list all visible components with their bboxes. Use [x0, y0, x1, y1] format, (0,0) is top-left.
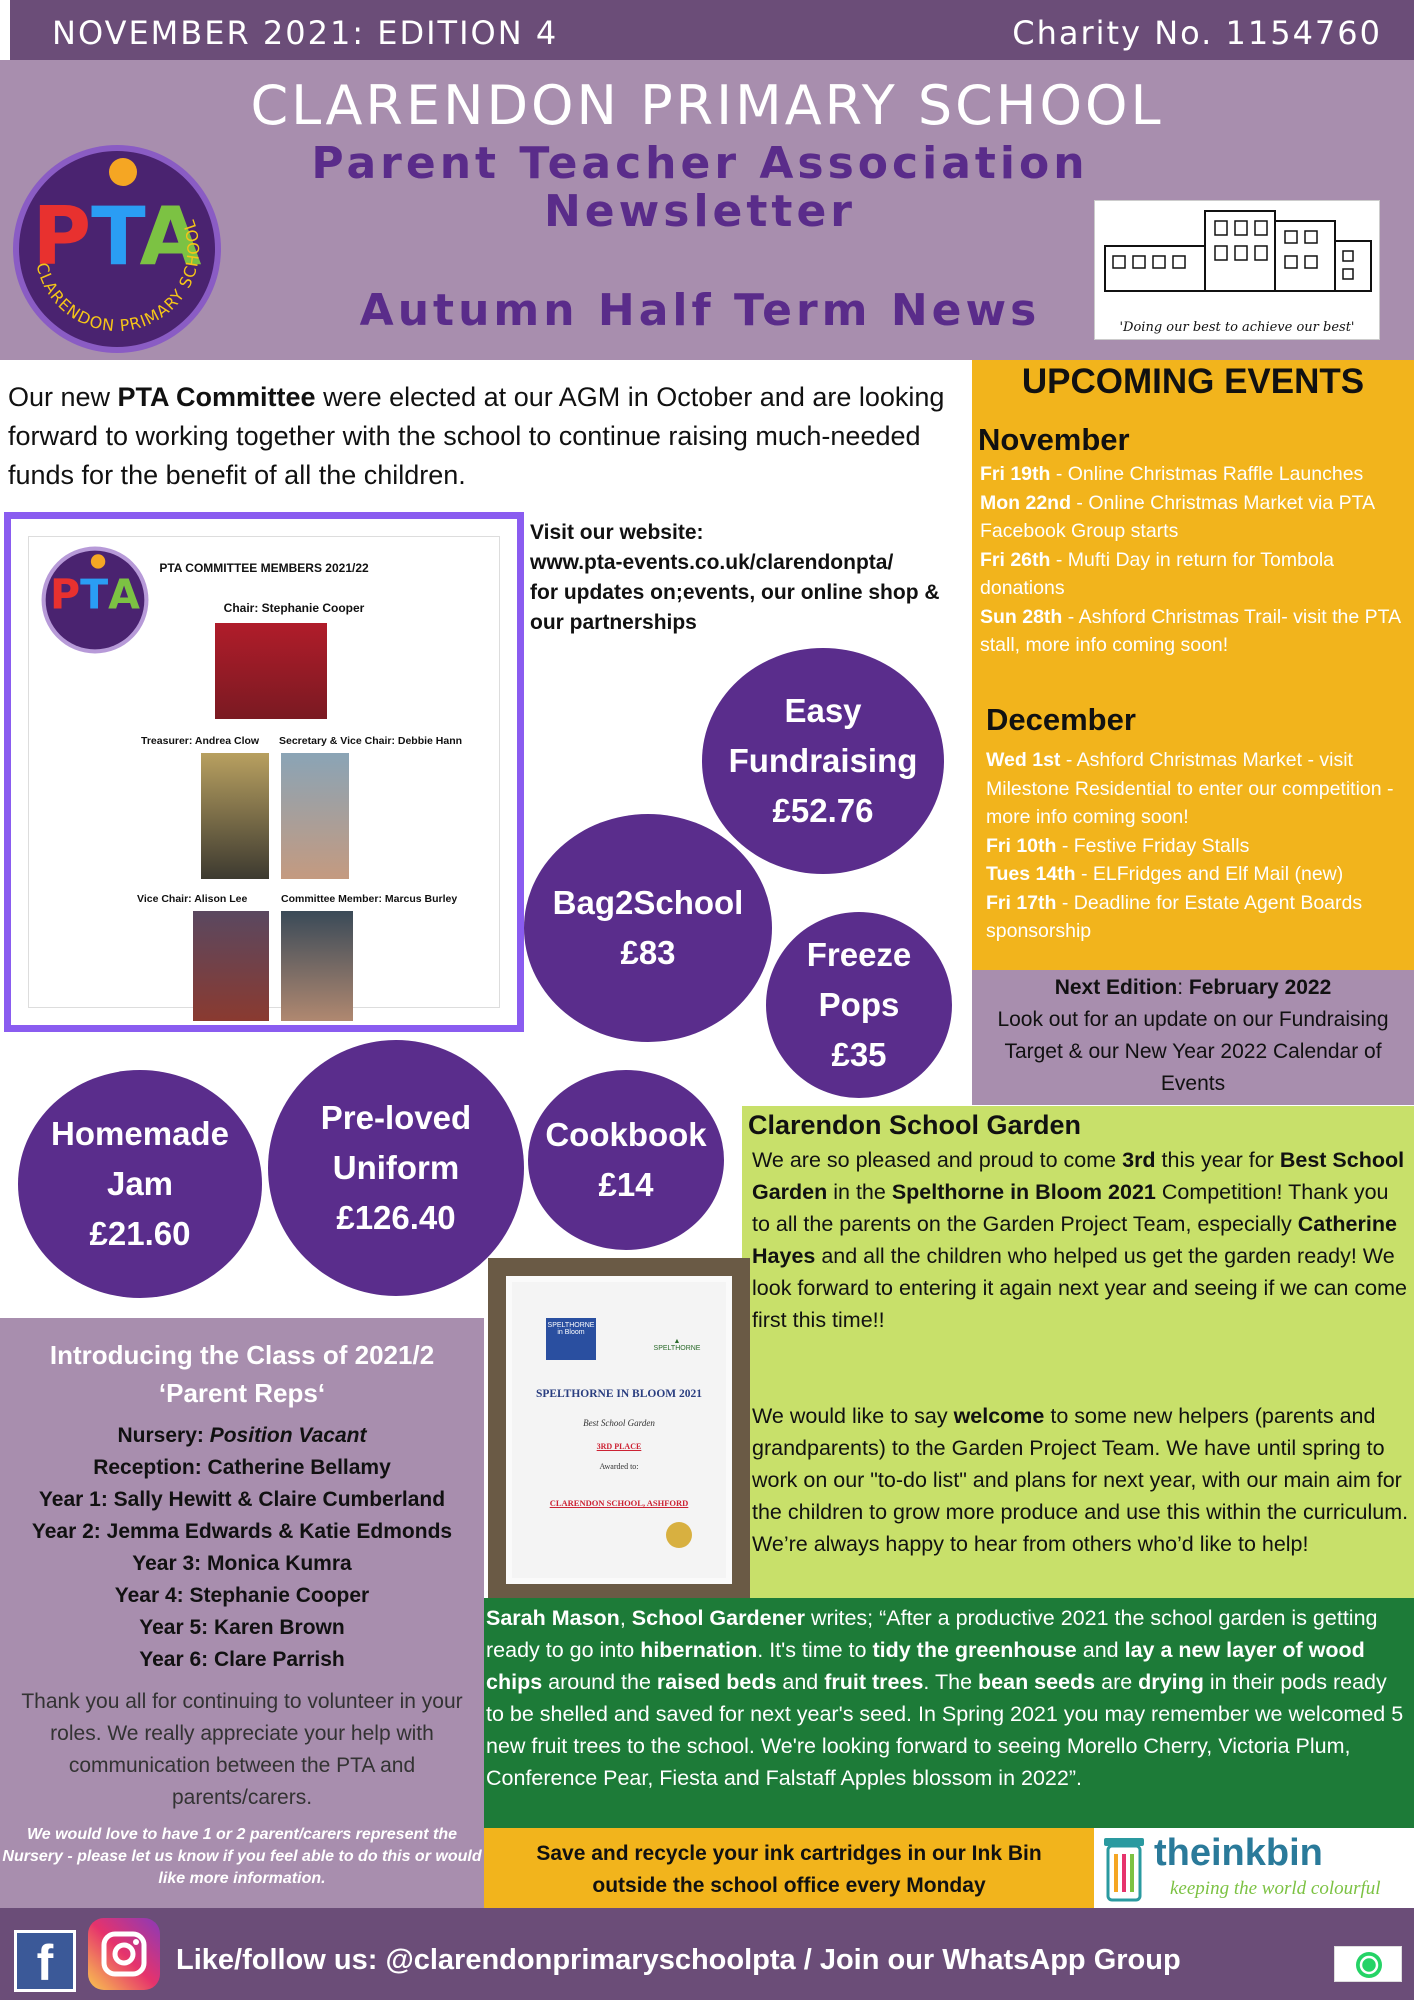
committee-treasurer: Treasurer: Andrea Clow: [141, 735, 260, 747]
vice-chair-photo: [193, 911, 269, 1021]
member-photo: [281, 911, 353, 1021]
fundraising-bag2school: Bag2School £83: [524, 814, 772, 1042]
top-bar: NOVEMBER 2021: EDITION 4 Charity No. 115…: [10, 0, 1414, 60]
list-item: Year 6: Clare Parrish: [139, 1648, 345, 1671]
list-item: Year 5: Karen Brown: [139, 1616, 345, 1639]
event-item: Fri 17th - Deadline for Estate Agent Boa…: [986, 891, 1363, 943]
social-follow-text[interactable]: Like/follow us: @clarendonprimaryschoolp…: [176, 1944, 1181, 1976]
parent-reps-note: We would love to have 1 or 2 parent/care…: [2, 1826, 482, 1887]
fundraising-homemade-jam: Homemade Jam £21.60: [18, 1070, 262, 1298]
list-item: Year 1: Sally Hewitt & Claire Cumberland: [38, 1488, 446, 1511]
committee-member: Committee Member: Marcus Burley: [281, 893, 458, 905]
instagram-glyph: [101, 1931, 147, 1977]
garden-panel: [742, 1106, 1414, 1598]
svg-text:PTA: PTA: [33, 190, 202, 283]
school-motto: 'Doing our best to achieve our best': [1119, 320, 1355, 335]
whatsapp-icon[interactable]: [1334, 1946, 1402, 1982]
fundraising-freeze-pops: Freeze Pops £35: [766, 912, 952, 1098]
facebook-icon[interactable]: f: [14, 1930, 76, 1992]
parent-reps-list: Nursery: Position Vacant Reception: Cath…: [0, 1420, 484, 1676]
ink-recycle-notice: Save and recycle your ink cartridges in …: [484, 1828, 1094, 1908]
upcoming-events-title: UPCOMING EVENTS: [1021, 362, 1365, 401]
gardener-quote: Sarah Mason, School Gardener writes; “Af…: [486, 1606, 1404, 1790]
website-link[interactable]: www.pta-events.co.uk/clarendonpta/: [530, 551, 894, 574]
edition-label: NOVEMBER 2021: EDITION 4: [52, 14, 559, 52]
rosette-icon: [666, 1522, 692, 1548]
november-events: Fri 19th - Online Christmas Raffle Launc…: [980, 460, 1410, 660]
fundraising-pre-loved-uniform: Pre-loved Uniform £126.40: [268, 1040, 524, 1296]
treasurer-photo: [201, 753, 269, 879]
svg-text:PTA: PTA: [50, 571, 140, 619]
newsletter-subtitle: Autumn Half Term News: [359, 285, 1041, 336]
event-item: Mon 22nd - Online Christmas Market via P…: [980, 491, 1375, 543]
gardener-quote-panel: [484, 1598, 1414, 1828]
newsletter-title: Parent Teacher Association Newsletter: [311, 138, 1089, 237]
event-item: Wed 1st - Ashford Christmas Market - vis…: [986, 749, 1394, 828]
committee-title: PTA COMMITTEE MEMBERS 2021/22: [159, 561, 369, 575]
month-november: November: [978, 422, 1130, 457]
parent-reps-title: Introducing the Class of 2021/2 ‘Parent …: [49, 1340, 435, 1408]
month-december: December: [986, 702, 1136, 737]
secretary-photo: [281, 753, 349, 879]
december-events: Wed 1st - Ashford Christmas Market - vis…: [986, 746, 1414, 946]
fundraising-easy-fundraising: Easy Fundraising £52.76: [702, 648, 944, 874]
list-item: Year 4: Stephanie Cooper: [114, 1584, 370, 1607]
garden-paragraph-1: We are so pleased and proud to come 3rd …: [752, 1148, 1407, 1332]
garden-title: Clarendon School Garden: [748, 1110, 1082, 1140]
event-item: Fri 10th - Festive Friday Stalls: [986, 834, 1250, 857]
footer-bar: [0, 1908, 1414, 2000]
list-item: Reception: Catherine Bellamy: [93, 1456, 391, 1479]
upcoming-events-panel: [972, 360, 1414, 970]
committee-vice-chair: Vice Chair: Alison Lee: [137, 893, 248, 905]
charity-number: Charity No. 1154760: [1012, 14, 1382, 52]
next-edition-box: Next Edition: February 2022 Look out for…: [972, 970, 1414, 1105]
garden-paragraph-2: We would like to say welcome to some new…: [752, 1404, 1409, 1556]
committee-chair: Chair: Stephanie Cooper: [223, 601, 365, 615]
building-sketch: 'Doing our best to achieve our best': [1094, 200, 1380, 340]
building-sketch-icon: [1104, 210, 1372, 292]
instagram-icon[interactable]: [88, 1918, 160, 1990]
list-item: Year 2: Jemma Edwards & Katie Edmonds: [31, 1520, 453, 1543]
fundraising-cookbook: Cookbook £14: [528, 1070, 724, 1250]
committee-secretary: Secretary & Vice Chair: Debbie Hann: [279, 735, 463, 747]
pta-logo-small: PTA: [41, 546, 149, 654]
list-item: Nursery: Position Vacant: [117, 1424, 367, 1447]
event-item: Sun 28th - Ashford Christmas Trail- visi…: [980, 605, 1401, 657]
parent-reps-panel: [0, 1318, 484, 1908]
event-item: Tues 14th - ELFridges and Elf Mail (new): [986, 863, 1344, 885]
intro-paragraph: Our new PTA Committee were elected at ou…: [8, 382, 945, 490]
whatsapp-glyph: [1356, 1952, 1382, 1978]
school-name: CLARENDON PRIMARY SCHOOL: [250, 74, 1164, 137]
inkbin-logo: theinkbin keeping the world colourful: [1094, 1828, 1414, 1908]
website-info: Visit our website: www.pta-events.co.uk/…: [530, 518, 970, 638]
event-item: Fri 19th - Online Christmas Raffle Launc…: [980, 463, 1364, 485]
event-item: Fri 26th - Mufti Day in return for Tombo…: [980, 548, 1335, 600]
list-item: Year 3: Monica Kumra: [132, 1552, 352, 1575]
inkbin-bin-icon: [1104, 1838, 1144, 1902]
chair-photo: [215, 623, 327, 719]
spelthorne-council-logo: ▲SPELTHORNE: [653, 1338, 701, 1352]
pta-logo: PTA CLARENDON PRIMARY SCHOOL: [13, 145, 221, 353]
parent-reps-thanks: Thank you all for continuing to voluntee…: [21, 1690, 463, 1809]
